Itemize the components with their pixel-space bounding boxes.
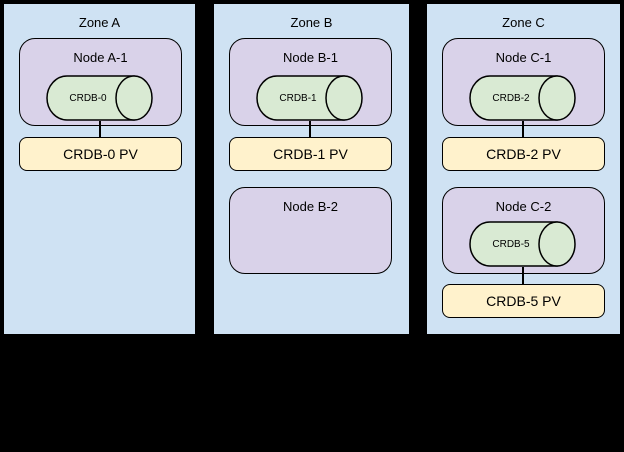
node-a-1-title: Node A-1 <box>73 50 128 65</box>
zone-b-title: Zone B <box>290 15 333 30</box>
cylinder-face-ellipse <box>538 221 576 267</box>
crdb-2-pv-label: CRDB-2 PV <box>486 146 561 162</box>
cylinder-body <box>469 75 558 121</box>
connector-line <box>522 121 524 137</box>
zone-c: Zone C Node C-1 CRDB-2 CRDB-2 PV Node C-… <box>425 2 622 336</box>
crdb-0-pv-label: CRDB-0 PV <box>63 146 138 162</box>
node-b-1-title: Node B-1 <box>283 50 338 65</box>
crdb-1-label: CRDB-1 <box>279 92 317 104</box>
crdb-0-label: CRDB-0 <box>69 92 107 104</box>
database-cylinder-icon <box>469 221 576 267</box>
node-b-2: Node B-2 <box>229 187 392 274</box>
cylinder-body <box>46 75 135 121</box>
crdb-0-pv-box: CRDB-0 PV <box>19 137 182 171</box>
crdb-1-database-cylinder: CRDB-1 <box>256 75 363 121</box>
crdb-5-pv-label: CRDB-5 PV <box>486 293 561 309</box>
crdb-1-pv-box: CRDB-1 PV <box>229 137 392 171</box>
crdb-2-label: CRDB-2 <box>492 92 530 104</box>
cylinder-face-ellipse <box>325 75 363 121</box>
crdb-2-pv-box: CRDB-2 PV <box>442 137 605 171</box>
cylinder-body <box>469 221 558 267</box>
node-b-2-title: Node B-2 <box>283 199 338 214</box>
node-a-1: Node A-1 CRDB-0 <box>19 38 182 126</box>
zone-c-title: Zone C <box>502 15 545 30</box>
node-c-1-title: Node C-1 <box>495 50 552 65</box>
cylinder-body <box>256 75 345 121</box>
connector-line <box>522 267 524 284</box>
crdb-1-pv-label: CRDB-1 PV <box>273 146 348 162</box>
cylinder-face-ellipse <box>538 75 576 121</box>
connector-line <box>309 121 311 137</box>
zone-a-title: Zone A <box>78 15 121 30</box>
connector-line <box>99 121 101 137</box>
zone-b: Zone B Node B-1 CRDB-1 CRDB-1 PV Node B-… <box>212 2 411 336</box>
crdb-5-database-cylinder: CRDB-5 <box>469 221 576 267</box>
crdb-2-database-cylinder: CRDB-2 <box>469 75 576 121</box>
crdb-0-database-cylinder: CRDB-0 <box>46 75 153 121</box>
node-c-1: Node C-1 CRDB-2 <box>442 38 605 126</box>
node-c-2: Node C-2 CRDB-5 <box>442 187 605 274</box>
database-cylinder-icon <box>46 75 153 121</box>
zone-a: Zone A Node A-1 CRDB-0 CRDB-0 PV <box>2 2 197 336</box>
database-cylinder-icon <box>256 75 363 121</box>
node-b-1: Node B-1 CRDB-1 <box>229 38 392 126</box>
crdb-5-pv-box: CRDB-5 PV <box>442 284 605 318</box>
cylinder-face-ellipse <box>115 75 153 121</box>
crdb-5-label: CRDB-5 <box>492 238 530 250</box>
node-c-2-title: Node C-2 <box>495 199 552 214</box>
database-cylinder-icon <box>469 75 576 121</box>
